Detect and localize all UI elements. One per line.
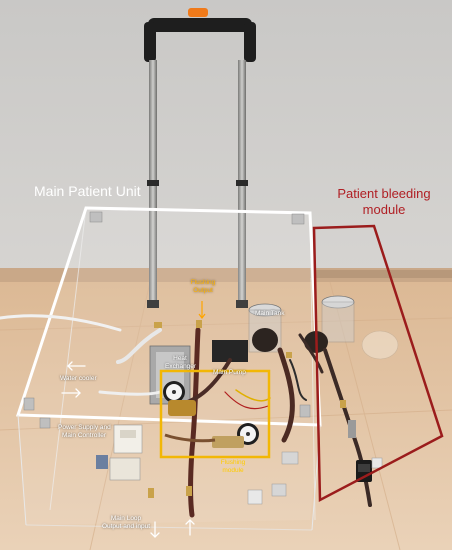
flushing-module-line2: module	[222, 467, 244, 474]
main-pump-label: Main Pump	[213, 369, 246, 376]
bleeding-module-label-line1: Patient bleeding	[337, 186, 431, 201]
flushing-module-label: Flushing module	[216, 459, 250, 475]
flushing-output-label: Flushing Output	[184, 279, 222, 295]
trolley-handle	[144, 8, 256, 308]
bleeding-module-label-line2: module	[362, 202, 406, 217]
main-loop-label: Main Loop Output and input	[98, 515, 154, 531]
bleeding-module-outline	[312, 224, 444, 503]
heat-exchanger-label: Heat Exchanger	[165, 355, 197, 371]
main-loop-line1: Main Loop	[110, 515, 142, 522]
power-supply-label: Power Supply and Main Controller	[58, 424, 111, 440]
bleeding-module-label: Patient bleeding module	[334, 186, 434, 218]
flushing-output-line2: Output	[193, 287, 213, 294]
flushing-module-box	[159, 369, 271, 459]
heat-exchanger-line2: Exchanger	[165, 363, 197, 370]
power-supply-line1: Power Supply and	[58, 424, 111, 431]
flushing-output-line1: Flushing	[190, 279, 216, 286]
main-tank-label: Main Tank	[255, 310, 285, 317]
flushing-module-line1: Flushing	[220, 459, 246, 466]
water-cooler-label: Water cooler	[60, 375, 97, 382]
main-unit-label: Main Patient Unit	[34, 183, 141, 199]
power-supply-line2: Main Controller	[61, 432, 107, 439]
main-loop-line2: Output and input	[101, 523, 151, 530]
heat-exchanger-line1: Heat	[173, 355, 187, 362]
